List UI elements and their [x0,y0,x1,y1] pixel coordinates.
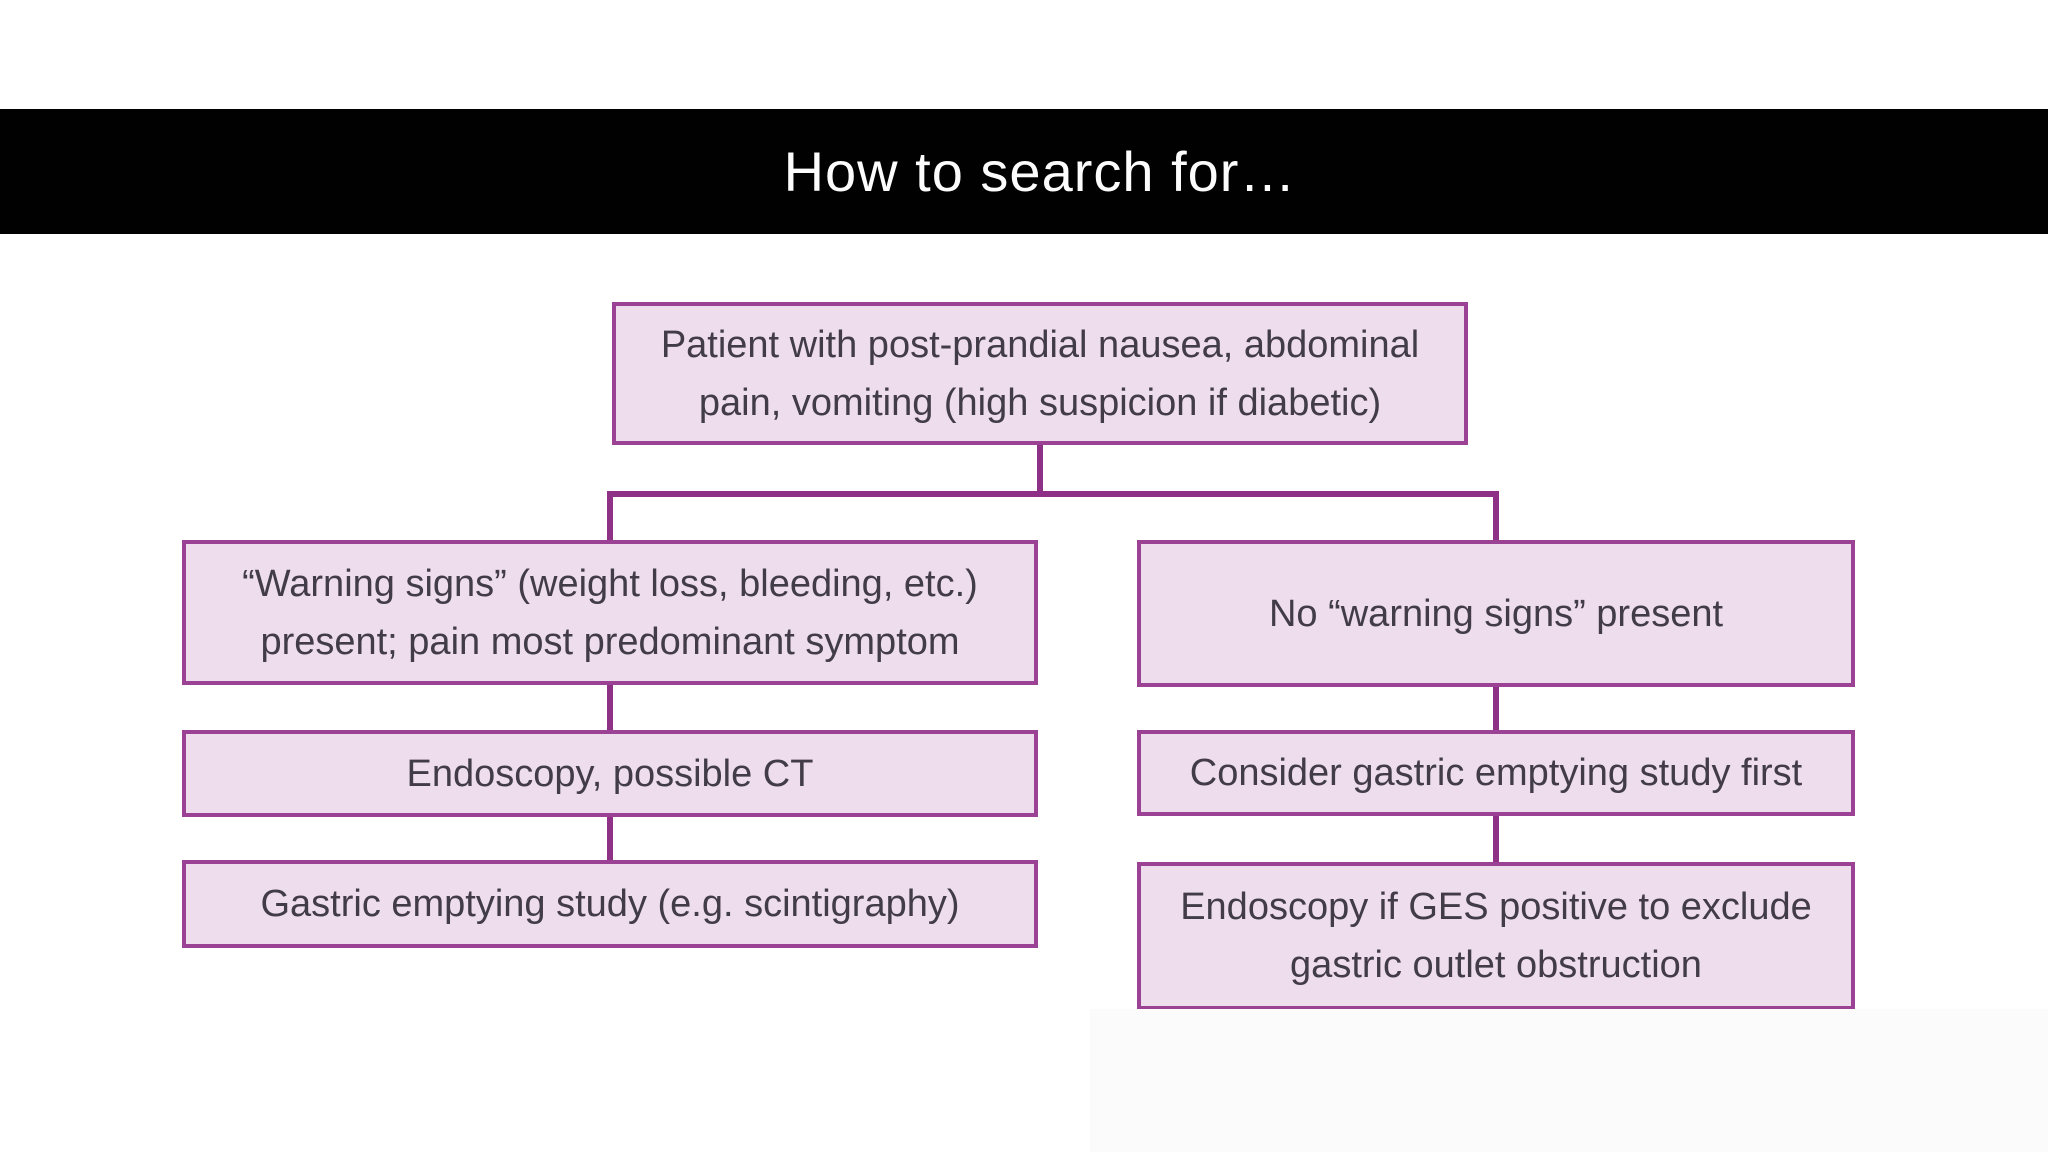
flowchart-node-no-warning-signs: No “warning signs” present [1137,540,1855,687]
flowchart-node-endoscopy-possible-ct: Endoscopy, possible CT [182,730,1038,817]
title-bar: How to search for… [0,109,2048,234]
connector-left-drop [607,494,613,540]
connector-left-box2-box3 [607,817,613,860]
bottom-right-shade [1090,1009,2048,1152]
connector-right-box2-box3 [1493,816,1499,862]
connector-horizontal [607,491,1499,497]
flowchart-node-gastric-emptying-study: Gastric emptying study (e.g. scintigraph… [182,860,1038,948]
flowchart-node-consider-ges-first: Consider gastric emptying study first [1137,730,1855,816]
flowchart-node-endoscopy-if-ges-positive: Endoscopy if GES positive to exclude gas… [1137,862,1855,1010]
connector-right-drop [1493,494,1499,540]
connector-root-stem [1037,445,1043,494]
connector-left-box1-box2 [607,685,613,730]
flowchart-node-root: Patient with post-prandial nausea, abdom… [612,302,1468,445]
slide-title: How to search for… [783,140,1297,203]
connector-right-box1-box2 [1493,687,1499,730]
flowchart-node-warning-signs-present: “Warning signs” (weight loss, bleeding, … [182,540,1038,685]
